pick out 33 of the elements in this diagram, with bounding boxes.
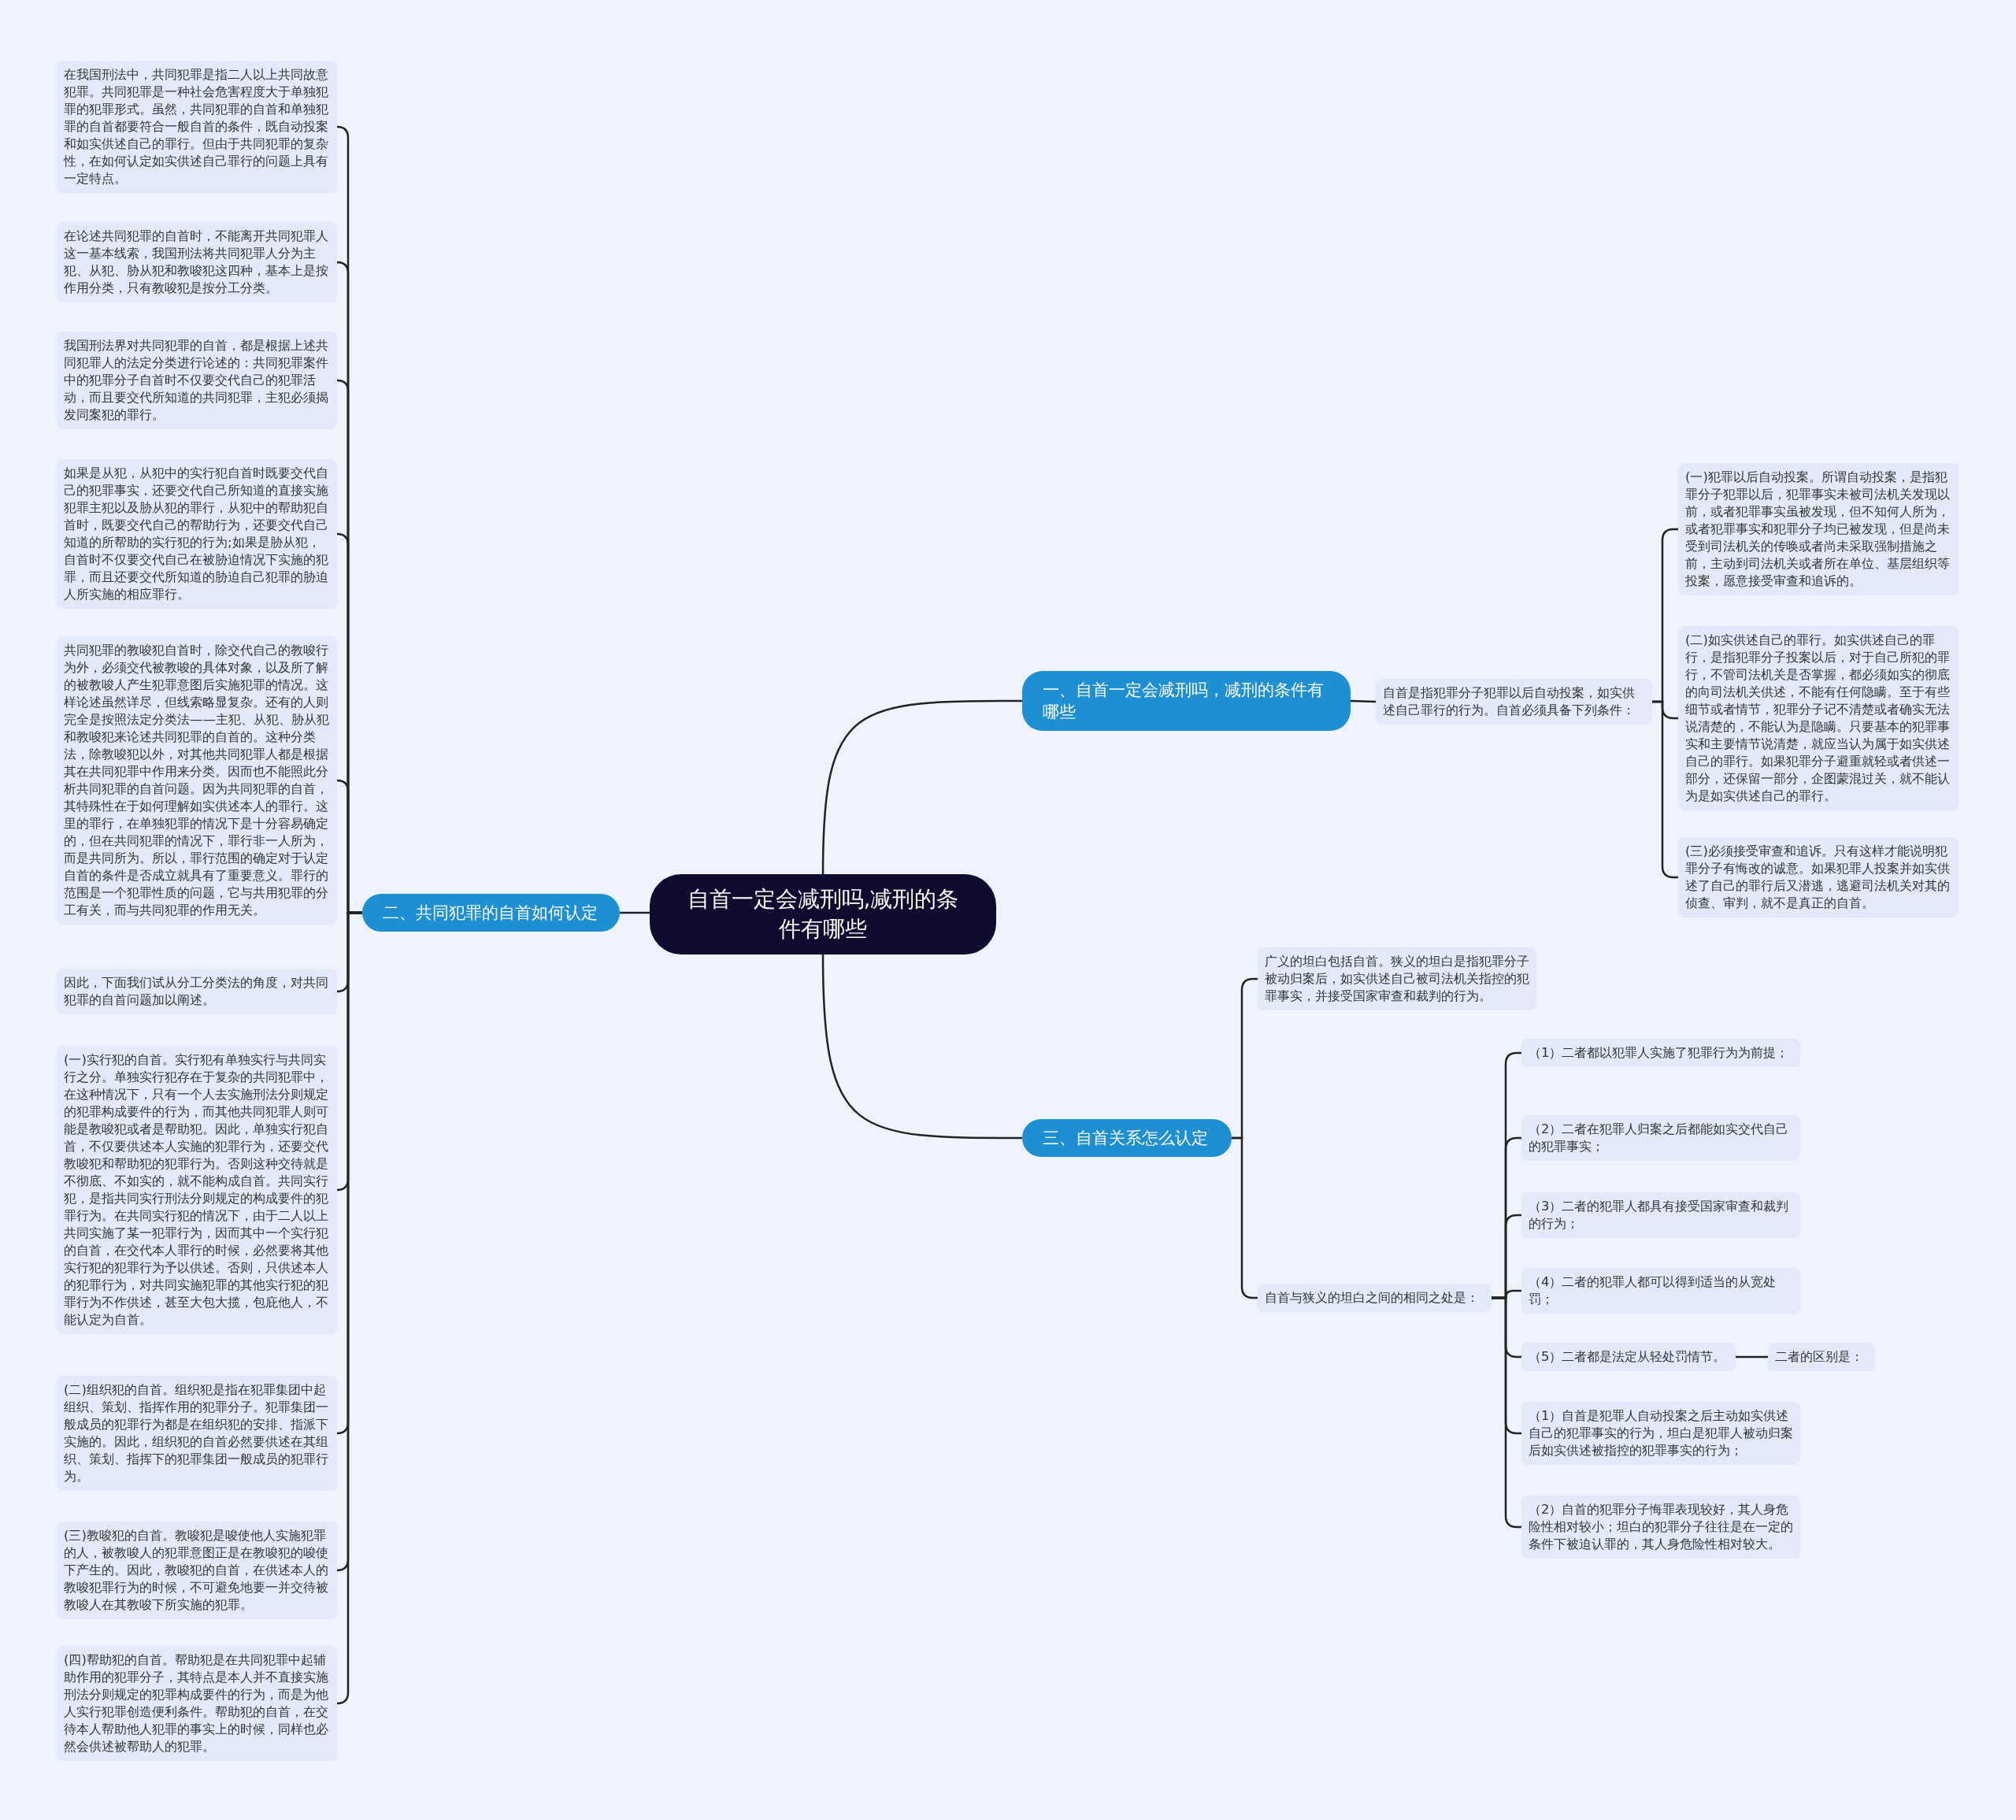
text-card: 二者的区别是： <box>1768 1343 1875 1371</box>
text-card: (二)如实供述自己的罪行。如实供述自己的罪行，是指犯罪分子投案以后，对于自己所犯的罪行，不管司法机关是否掌握，都必须如实的彻底的向司法机关供述，不能有任何隐瞒。至于有些细节或者情节，犯罪分子记不清楚或者确实无法说清楚的，不能认为是隐瞒。只要基本的犯罪事实和主要情节说清楚，就应当认为属于如实供述自己的罪行。如果犯罪分子避重就轻或者供述一部分，还保留一部分，企图蒙混过关，就不能认为是如实供述自己的罪行。 <box>1678 626 1959 810</box>
text-card: （2）自首的犯罪分子悔罪表现较好，其人身危险性相对较小；坦白的犯罪分子往往是在一定的条件下被迫认罪的，其人身危险性相对较大。 <box>1521 1496 1800 1559</box>
text-card: (三)必须接受审查和追诉。只有这样才能说明犯罪分子有悔改的诚意。如果犯罪人投案并如实供述了自己的罪行后又潜逃，逃避司法机关对其的侦查、审判，就不是真正的自首。 <box>1678 837 1959 917</box>
text-card: （4）二者的犯罪人都可以得到适当的从宽处罚； <box>1521 1268 1800 1314</box>
text-card: (一)实行犯的自首。实行犯有单独实行与共同实行之分。单独实行犯存在于复杂的共同犯罪中，在这种情况下，只有一个人去实施刑法分则规定的犯罪构成要件的行为，而其他共同犯罪人则可能是教唆犯或者是帮助犯。因此，单独实行犯自首，不仅要供述本人实施的犯罪行为，还要交代教唆犯和帮助犯的犯罪行为。否则这种交待就是不彻底、不如实的，就不能构成自首。共同实行犯，是指共同实行刑法分则规定的构成要件的犯罪行为。在共同实行犯的情况下，由于二人以上共同实施了某一犯罪行为，因而其中一个实行犯的自首，在交代本人罪行的时候，必然要将其他实行犯的犯罪行为予以供述。否则，只供述本人的犯罪行为，对共同实施犯罪的其他实行犯的犯罪行为不作供述，甚至大包大揽，包庇他人，不能认定为自首。 <box>57 1046 337 1334</box>
text-card: 共同犯罪的教唆犯自首时，除交代自己的教唆行为外，必须交代被教唆的具体对象，以及所了解的被教唆人产生犯罪意图后实施犯罪的情况。这样论述虽然详尽，但线索略显复杂。还有的人则完全是按照法定分类法——主犯、从犯、胁从犯和教唆犯来论述共同犯罪的自首的。这种分类法，除教唆犯以外，对其他共同犯罪人都是根据其在共同犯罪中作用来分类。因而也不能照此分析共同犯罪的自首问题。因为共同犯罪的自首，其特殊性在于如何理解如实供述本人的罪行。这里的罪行，在单独犯罪的情况下是十分容易确定的，但在共同犯罪的情况下，罪行非一人所为，而是共同所为。所以，罪行范围的确定对于认定自首的条件是否成立就具有了重要意义。罪行的范围是一个犯罪性质的问题，它与共用犯罪的分工有关，而与共同犯罪的作用无关。 <box>57 636 337 925</box>
branch-topic: 二、共同犯罪的自首如何认定 <box>362 894 620 932</box>
branch-topic: 三、自首关系怎么认定 <box>1022 1119 1232 1157</box>
text-card: 自首是指犯罪分子犯罪以后自动投案，如实供述自己罪行的行为。自首必须具备下列条件： <box>1376 679 1652 725</box>
branch-topic: 一、自首一定会减刑吗，减刑的条件有哪些 <box>1022 671 1351 731</box>
text-card: (二)组织犯的自首。组织犯是指在犯罪集团中起组织、策划、指挥作用的犯罪分子。犯罪集团一般成员的犯罪行为都是在组织犯的安排、指派下实施的。因此，组织犯的自首必然要供述在其组织、策划、指挥下的犯罪集团一般成员的犯罪行为。 <box>57 1376 337 1491</box>
text-card: 自首与狭义的坦白之间的相同之处是： <box>1258 1284 1492 1312</box>
text-card: 因此，下面我们试从分工分类法的角度，对共同犯罪的自首问题加以阐述。 <box>57 969 337 1014</box>
connector-line <box>821 699 1022 875</box>
text-card: （1）自首是犯罪人自动投案之后主动如实供述自己的犯罪事实的行为，坦白是犯罪人被动归案后如实供述被指控的犯罪事实的行为； <box>1521 1402 1800 1465</box>
text-card: （5）二者都是法定从轻处罚情节。 <box>1521 1343 1736 1371</box>
text-card: (一)犯罪以后自动投案。所谓自动投案，是指犯罪分子犯罪以后，犯罪事实未被司法机关发现以前，或者犯罪事实虽被发现，但不知何人所为，或者犯罪事实和犯罪分子均已被发现，但是尚未受到司法机关的传唤或者尚未采取强制措施之前，主动到司法机关或者所在单位、基层组织等投案，愿意接受审查和追诉的。 <box>1678 463 1959 595</box>
text-card: 广义的坦白包括自首。狭义的坦白是指犯罪分子被动归案后，如实供述自己被司法机关指控的犯罪事实，并接受国家审查和裁判的行为。 <box>1258 947 1536 1010</box>
text-card: (四)帮助犯的自首。帮助犯是在共同犯罪中起辅助作用的犯罪分子，其特点是本人并不直接实施刑法分则规定的犯罪构成要件的行为，而是为他人实行犯罪创造便利条件。帮助犯的自首，在交待本人帮助他人犯罪的事实上的时候，同样也必然会供述被帮助人的犯罪。 <box>57 1646 337 1761</box>
connector-line <box>1350 699 1377 703</box>
connector-line <box>821 954 1022 1140</box>
connector-line <box>620 911 650 914</box>
text-card: 在论述共同犯罪的自首时，不能离开共同犯罪人这一基本线索，我国刑法将共同犯罪人分为主犯、从犯、胁从犯和教唆犯这四种，基本上是按作用分类，只有教唆犯是按分工分类。 <box>57 222 337 302</box>
text-card: 如果是从犯，从犯中的实行犯自首时既要交代自己的犯罪事实，还要交代自己所知道的直接实施犯罪主犯以及胁从犯的罪行，从犯中的帮助犯自首时，既要交代自己的帮助行为，还要交代自己知道的所帮助的实行犯的行为;如果是胁从犯，自首时不仅要交代自己在被胁迫情况下实施的犯罪，而且还要交代所知道的胁迫自己犯罪的胁迫人所实施的相应罪行。 <box>57 459 337 609</box>
text-card: 我国刑法界对共同犯罪的自首，都是根据上述共同犯罪人的法定分类进行论述的：共同犯罪案件中的犯罪分子自首时不仅要交代自己的犯罪活动，而且要交代所知道的共同犯罪，主犯必须揭发同案犯的罪行。 <box>57 332 337 429</box>
text-card: (三)教唆犯的自首。教唆犯是唆使他人实施犯罪的人，被教唆人的犯罪意图正是在教唆犯的唆使下产生的。因此，教唆犯的自首，在供述本人的教唆犯罪行为的时候，不可避免地要一并交待被教唆人在其教唆下所实施的犯罪。 <box>57 1522 337 1619</box>
text-card: 在我国刑法中，共同犯罪是指二人以上共同故意犯罪。共同犯罪是一种社会危害程度大于单独犯罪的犯罪形式。虽然，共同犯罪的自首和单独犯罪的自首都要符合一般自首的条件，既自动投案和如实供述自己的罪行。但由于共同犯罪的复杂性，在如何认定如实供述自己罪行的问题上具有一定特点。 <box>57 61 337 193</box>
central-topic: 自首一定会减刑吗,减刑的条件有哪些 <box>650 874 996 954</box>
text-card: （1）二者都以犯罪人实施了犯罪行为为前提； <box>1521 1039 1800 1067</box>
text-card: （2）二者在犯罪人归案之后都能如实交代自己的犯罪事实； <box>1521 1115 1800 1161</box>
connector-line <box>1736 1355 1768 1359</box>
text-card: （3）二者的犯罪人都具有接受国家审查和裁判的行为； <box>1521 1192 1800 1238</box>
